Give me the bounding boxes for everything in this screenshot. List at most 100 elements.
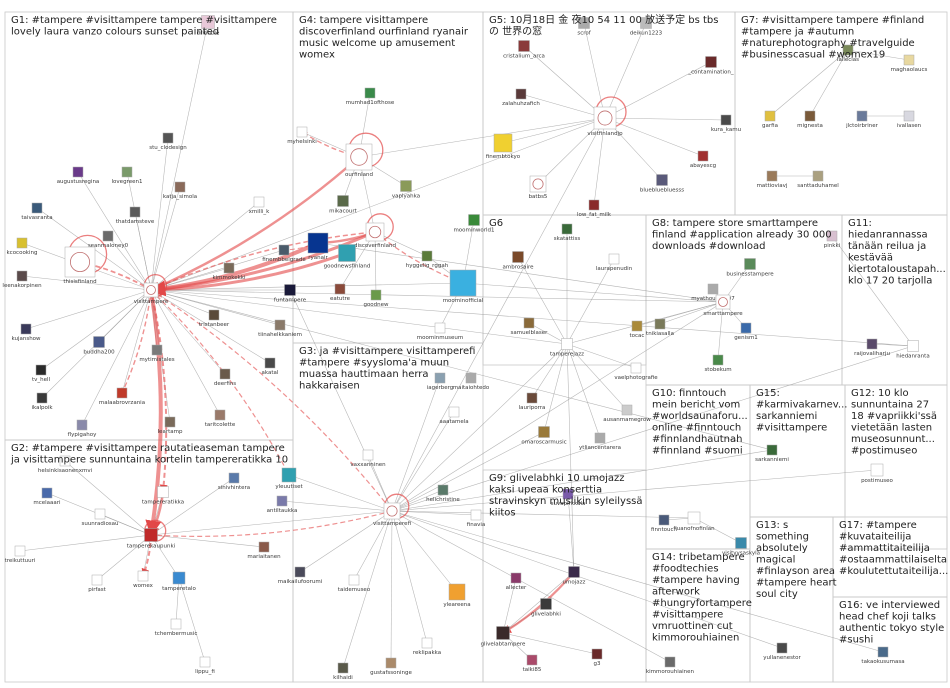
node-kura-kamu[interactable]: kura_kamu [711, 114, 741, 133]
node-womex[interactable]: womex [133, 570, 154, 589]
node-smarttampere[interactable]: smarttampere [703, 294, 743, 317]
node-myhelsinki[interactable]: myhelsinki [287, 126, 317, 145]
node-garfia[interactable]: garfia [762, 110, 778, 129]
node-maikailufoorumi[interactable]: maikailufoorumi [278, 566, 323, 585]
node-kimmokekki[interactable]: kimmokekki [212, 262, 246, 281]
node-raijovaliharju[interactable]: raijovaliharju [854, 338, 890, 357]
node-low-fat-milk[interactable]: low_fat_milk [577, 199, 612, 218]
node-funtampere[interactable]: funtampere [274, 284, 307, 304]
node-discoverfinland[interactable]: discoverfinland [354, 222, 396, 249]
node-mikacourt[interactable]: mikacourt [329, 195, 358, 215]
node-myathours2007[interactable]: myathours2007 [691, 283, 735, 302]
node-antiltaukka[interactable]: antiltaukka [267, 495, 298, 514]
node-moominworld1[interactable]: moominworld1 [453, 214, 495, 234]
node-glivelabtampere[interactable]: glivelabtampere [481, 626, 526, 648]
node-finembbelgrade[interactable]: finembbelgrade [262, 244, 306, 263]
node-g3[interactable]: g3 [591, 648, 603, 667]
node-ryanair[interactable]: ryanair [307, 232, 328, 261]
node-taivasranta[interactable]: taivasranta [21, 202, 53, 221]
node-maghaolaucs[interactable]: maghaolaucs [891, 54, 928, 73]
node-xmilli-k[interactable]: xmilli_k [249, 196, 270, 215]
node-tamperejazz[interactable]: tamperejazz [550, 338, 584, 358]
node-taiki85[interactable]: taiki85 [523, 654, 542, 673]
node-leartamp[interactable]: leartamp [158, 416, 183, 435]
node-mcelaaari[interactable]: mcelaaari [33, 487, 61, 506]
node-yleareena[interactable]: yleareena [443, 583, 471, 608]
node-leenakorpinen[interactable]: leenakorpinen [2, 270, 42, 289]
node-pirfast[interactable]: pirfast [88, 574, 107, 593]
node-bsbs5[interactable]: batbs5 [529, 175, 548, 200]
node-santtaduhamel[interactable]: santtaduhamel [797, 170, 839, 189]
node-lovegreen1[interactable]: lovegreen1 [112, 166, 143, 185]
node-iagerberg[interactable]: iagerberg [427, 372, 454, 391]
node-pinkki[interactable]: pinkki [824, 230, 841, 249]
node-jlctoirbriner[interactable]: jlctoirbriner [845, 110, 879, 129]
node-sinivhintera[interactable]: sinivhintera [218, 472, 250, 491]
node-samuelblaser[interactable]: samuelblaser [511, 317, 549, 336]
node-suvapirkkala[interactable]: suvapirkkala [551, 488, 586, 507]
node-deerfins[interactable]: deerfins [214, 368, 236, 387]
node-dribbble[interactable]: dribbble [197, 15, 220, 37]
node-visitfinlandjp[interactable]: visitfinlandjp [587, 106, 623, 137]
node-finavia[interactable]: finavia [467, 509, 485, 528]
node-blueblueblues[interactable]: bluebluebluesss [640, 174, 684, 194]
node-taidemuseo[interactable]: taidemuseo [338, 574, 371, 593]
node-vaelphotografie[interactable]: vaelphotografie [614, 362, 658, 381]
node-taritcolette[interactable]: taritcolette [205, 409, 236, 428]
node-skatattiss[interactable]: skatattiss [554, 223, 581, 242]
node-augustusregina[interactable]: augustusregina [57, 166, 100, 185]
node-laurapenudin[interactable]: laurapenudin [596, 253, 633, 272]
node-tamperekaupunki[interactable]: tamperekaupunki [127, 528, 176, 550]
node-visittamperefi[interactable]: visittamperefi [373, 502, 411, 527]
node-katja-simola[interactable]: katja_simola [163, 181, 197, 200]
node-lippu-fi[interactable]: lippu_fi [195, 656, 215, 675]
node-sarkanniemi[interactable]: sarkanniemi [755, 444, 789, 463]
node-kcocooking[interactable]: kcocooking [6, 237, 38, 256]
node-tiinahelkkaniem[interactable]: tiinahelkkaniem [258, 319, 302, 338]
node-genism1[interactable]: genism1 [734, 322, 758, 341]
node-thisisfinland[interactable]: thisisfinland [63, 246, 97, 285]
node-uutiset[interactable]: yleuutiset [275, 467, 303, 490]
node-fiuanofnofinlan[interactable]: fiuanofnofinlan [673, 511, 715, 532]
node-deikun1223[interactable]: deikun1223 [630, 17, 663, 37]
node-mignesta[interactable]: mignesta [797, 110, 823, 129]
node-mytimistales[interactable]: mytimistales [139, 344, 175, 363]
node-ausanmamegrow[interactable]: ausanmamegrow [603, 404, 651, 423]
node-tchembermusic[interactable]: tchembermusic [155, 618, 198, 637]
node-vaplyahka[interactable]: vaplyahka [392, 180, 420, 200]
node-visityvsaskyla[interactable]: visityvsaskyla [722, 537, 760, 557]
node-aaatamela[interactable]: aaatamela [439, 406, 469, 425]
node-kimmorouhiainen[interactable]: kimmorouhiainen [646, 656, 695, 675]
node-tamperetalo[interactable]: tamperetalo [162, 571, 196, 592]
node-eatutre[interactable]: eatutre [330, 283, 351, 302]
node-zalahuhzafich[interactable]: zalahuhzafich [502, 88, 540, 107]
node-mattioviavj[interactable]: mattioviavj [757, 170, 788, 189]
node-lalleclas[interactable]: lalleclas [837, 44, 859, 63]
node-yullanenestor[interactable]: yullanenestor [763, 642, 802, 661]
node-glivelabhki[interactable]: glivelabhki [531, 598, 561, 618]
node-ambrosaire[interactable]: ambrosaire [502, 251, 534, 271]
node-ikalpoik[interactable]: ikalpoik [31, 392, 53, 411]
node-seanmaloney0[interactable]: seanmaloney0 [88, 230, 129, 249]
node-scrof[interactable]: scrof [577, 17, 592, 37]
node-kilhaidi[interactable]: kilhaidi [333, 662, 353, 681]
node-mumhad1ofthose[interactable]: mumhad1ofthose [346, 87, 395, 106]
node-hiedanranta[interactable]: hiedanranta [896, 340, 930, 360]
node-ivallasen[interactable]: ivallasen [897, 110, 922, 129]
node-allecter[interactable]: allecter [506, 572, 527, 591]
node-ourfinland[interactable]: ourfinland [345, 143, 373, 178]
node-tnikiasalla[interactable]: tnikiasalla [646, 318, 674, 337]
node-reklipakka[interactable]: reklipakka [413, 637, 441, 656]
node-cristalium-arca[interactable]: cristalium_arca [503, 40, 545, 60]
node-stobekum[interactable]: stobekum [704, 354, 732, 373]
node-maitaiohtedo[interactable]: maitaiohtedo [453, 372, 490, 391]
node-lauriporra[interactable]: lauriporra [519, 392, 546, 411]
node-akatal[interactable]: akatal [262, 357, 279, 376]
node-kujanshow[interactable]: kujanshow [11, 323, 41, 342]
node-tocac[interactable]: tocac [630, 320, 645, 339]
node-takaokusumasa[interactable]: takaokusumasa [861, 646, 905, 665]
node-goodnew[interactable]: goodnew [363, 289, 389, 308]
node-tv-hell[interactable]: tv_hell [32, 364, 51, 383]
node-mariaitanen[interactable]: mariaitanen [247, 541, 281, 560]
node-postimuseo[interactable]: postimuseo [861, 463, 894, 484]
